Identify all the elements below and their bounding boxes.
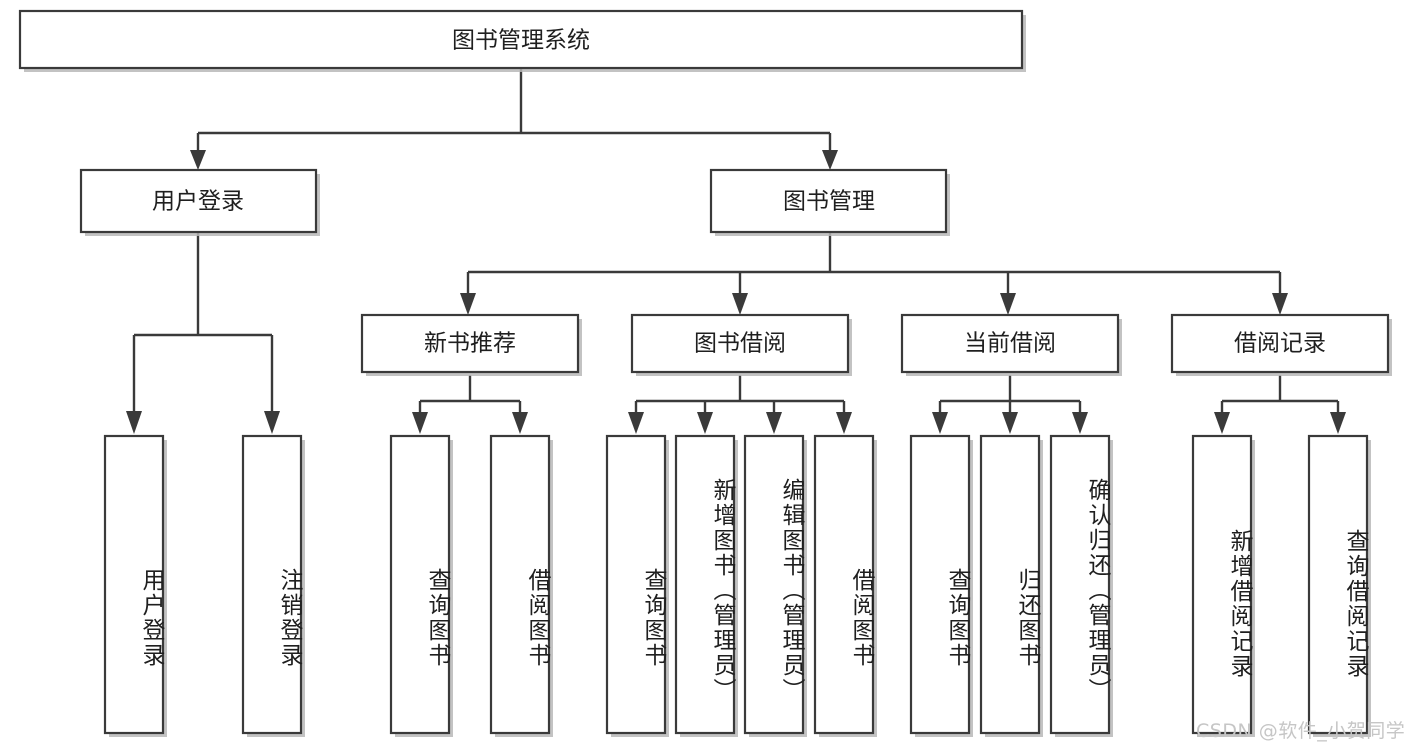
- node-book-manage-label: 图书管理: [783, 189, 875, 215]
- leaf-box[interactable]: [813, 434, 875, 735]
- node-book-manage-box[interactable]: [709, 168, 948, 234]
- node-root[interactable]: 图书管理系统: [18, 9, 1026, 72]
- leaf-box[interactable]: [389, 434, 451, 735]
- arrow-head-icon: [628, 412, 644, 434]
- leaf-box[interactable]: [1049, 434, 1111, 735]
- leaf-node[interactable]: [909, 434, 973, 737]
- leaf-node[interactable]: [605, 434, 669, 737]
- leaf-node[interactable]: [1049, 434, 1113, 737]
- node-new-book-recommend-box[interactable]: [360, 313, 580, 374]
- node-book-manage[interactable]: 图书管理: [709, 168, 950, 236]
- leaf-box[interactable]: [489, 434, 551, 735]
- arrow-head-icon: [264, 411, 280, 434]
- arrow-head-icon: [1214, 412, 1230, 434]
- leaf-node[interactable]: [674, 434, 738, 737]
- arrow-head-icon: [1072, 412, 1088, 434]
- leaf-node[interactable]: [743, 434, 807, 737]
- arrow-head-icon: [190, 150, 206, 170]
- leaf-node[interactable]: [103, 434, 167, 737]
- leaf-node[interactable]: [489, 434, 553, 737]
- arrow-head-icon: [1272, 293, 1288, 315]
- node-book-borrow[interactable]: 图书借阅: [630, 313, 852, 376]
- arrow-head-icon: [932, 412, 948, 434]
- arrow-head-icon: [697, 412, 713, 434]
- arrow-head-icon: [1000, 293, 1016, 315]
- node-root-box[interactable]: [18, 9, 1024, 70]
- connector-group-borrow-record: [1214, 375, 1346, 434]
- node-user-login-label: 用户登录: [152, 189, 244, 215]
- arrow-head-icon: [732, 293, 748, 315]
- leaf-box[interactable]: [1191, 434, 1253, 735]
- arrow-head-icon: [822, 150, 838, 170]
- node-borrow-record-box[interactable]: [1170, 313, 1390, 374]
- connector-group-book-manage: [460, 232, 1288, 315]
- arrow-head-icon: [412, 412, 428, 434]
- arrow-head-icon: [512, 412, 528, 434]
- leaf-box[interactable]: [605, 434, 667, 735]
- connector-group-new-book: [412, 375, 528, 434]
- node-new-book-recommend[interactable]: 新书推荐: [360, 313, 582, 376]
- leaf-box[interactable]: [103, 434, 165, 735]
- leaf-box[interactable]: [674, 434, 736, 735]
- node-user-login[interactable]: 用户登录: [79, 168, 320, 236]
- leaf-box[interactable]: [909, 434, 971, 735]
- arrow-head-icon: [126, 411, 142, 434]
- leaf-node[interactable]: [241, 434, 305, 737]
- leaf-box[interactable]: [1307, 434, 1369, 735]
- leaf-node[interactable]: [1307, 434, 1371, 737]
- node-book-borrow-box[interactable]: [630, 313, 850, 374]
- leaf-node[interactable]: [813, 434, 877, 737]
- arrow-head-icon: [766, 412, 782, 434]
- node-new-book-recommend-label: 新书推荐: [424, 331, 516, 357]
- arrow-head-icon: [836, 412, 852, 434]
- node-borrow-record-label: 借阅记录: [1234, 331, 1326, 357]
- node-book-borrow-label: 图书借阅: [694, 331, 786, 357]
- arrow-head-icon: [460, 293, 476, 315]
- connector-group-root: [190, 68, 838, 170]
- node-current-borrow[interactable]: 当前借阅: [900, 313, 1122, 376]
- node-root-label: 图书管理系统: [452, 28, 590, 54]
- connector-group-book-borrow: [628, 375, 852, 434]
- node-user-login-box[interactable]: [79, 168, 318, 234]
- arrow-head-icon: [1002, 412, 1018, 434]
- connector-group-current-borrow: [932, 375, 1088, 434]
- leaf-box[interactable]: [743, 434, 805, 735]
- leaf-node[interactable]: [389, 434, 453, 737]
- leaf-box[interactable]: [241, 434, 303, 735]
- csdn-watermark: CSDN @软件_小贺同学: [1196, 720, 1405, 742]
- leaf-node[interactable]: [979, 434, 1043, 737]
- node-borrow-record[interactable]: 借阅记录: [1170, 313, 1392, 376]
- arrow-head-icon: [1330, 412, 1346, 434]
- node-current-borrow-label: 当前借阅: [964, 331, 1056, 357]
- leaf-box[interactable]: [979, 434, 1041, 735]
- leaf-node[interactable]: [1191, 434, 1255, 737]
- connector-group-user-login: [126, 232, 280, 434]
- node-current-borrow-box[interactable]: [900, 313, 1120, 374]
